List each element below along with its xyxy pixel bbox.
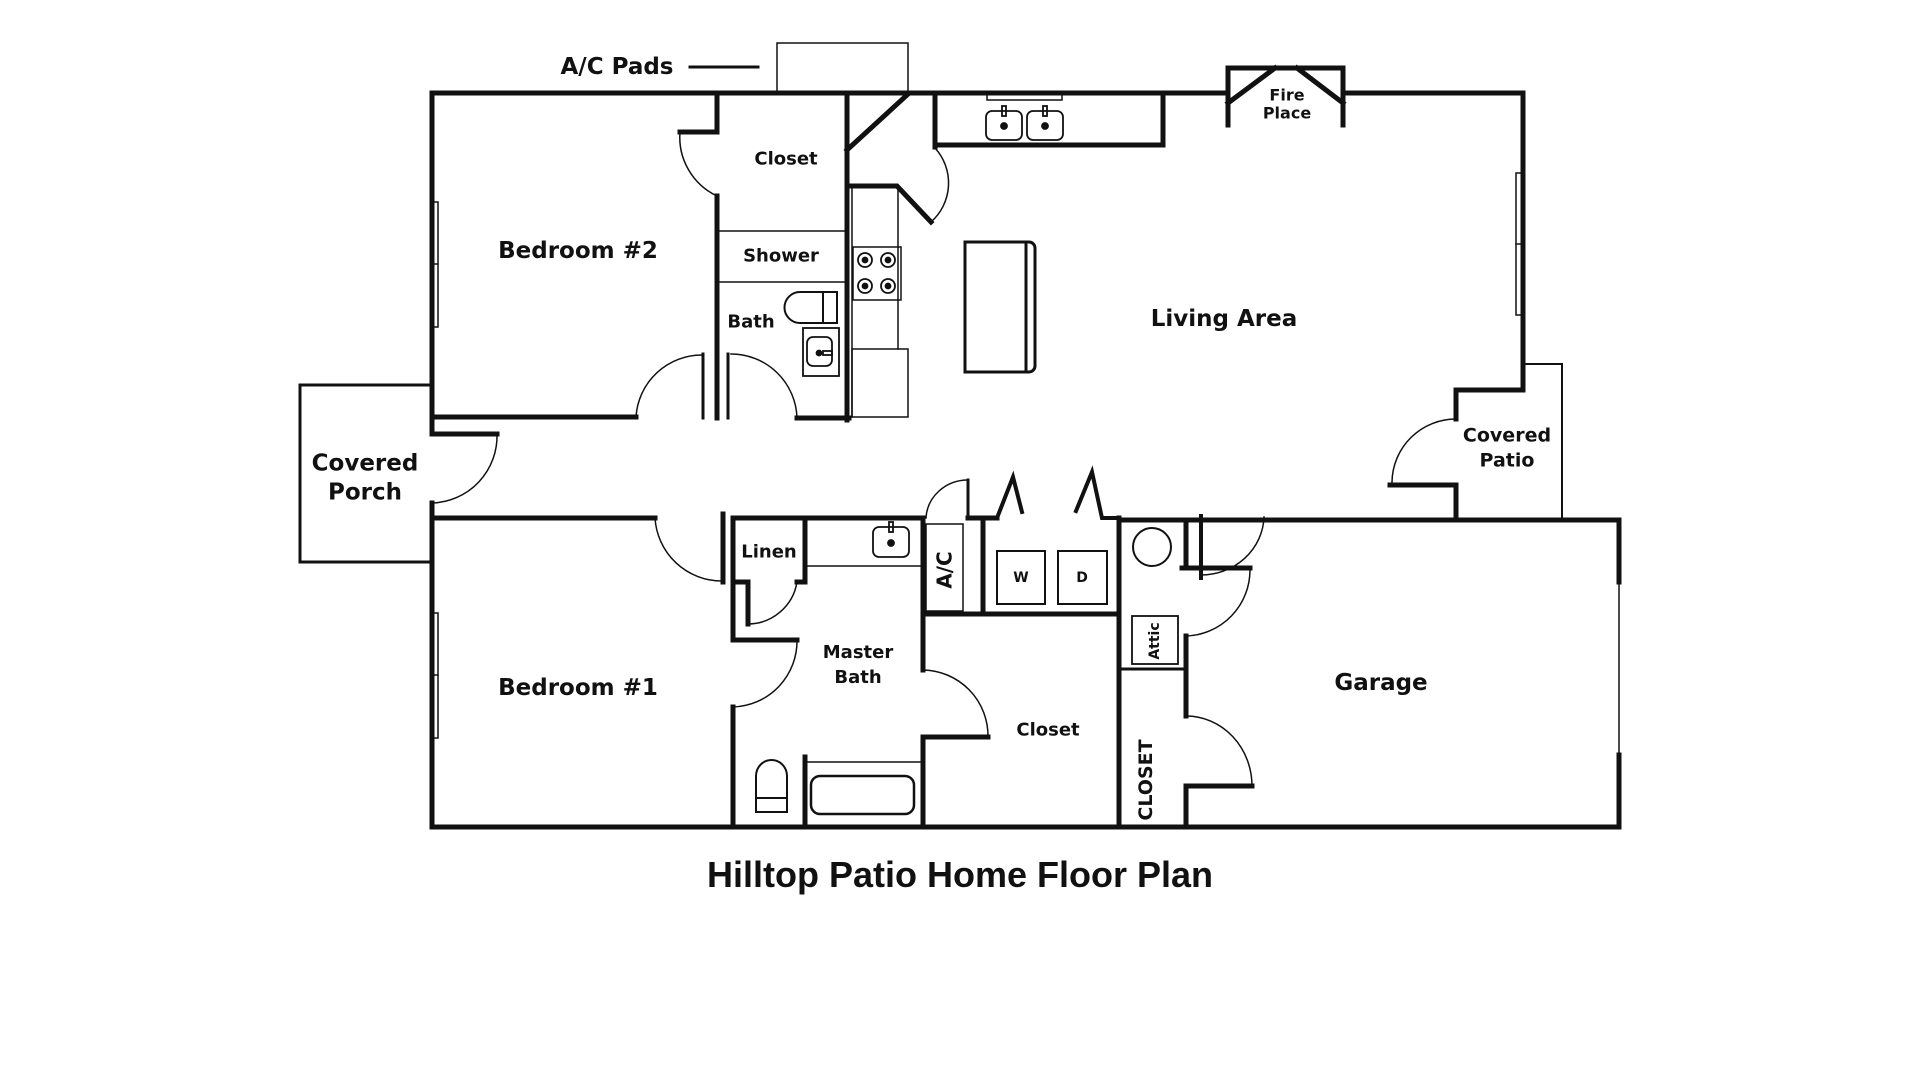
- washer-dryer: [996, 550, 1108, 605]
- pantry-door: [929, 146, 950, 224]
- patio-door: [1387, 418, 1459, 488]
- front-door: [429, 431, 500, 504]
- bath-toilet: [783, 291, 838, 324]
- room-label-covered-patio: Covered Patio: [1463, 423, 1551, 472]
- covered-porch-line2: Porch: [327, 479, 402, 505]
- page-title: Hilltop Patio Home Floor Plan: [706, 854, 1214, 895]
- covered-patio-line1: Covered: [1462, 424, 1552, 447]
- attic-label: Attic: [1146, 622, 1163, 660]
- master-bath-door: [732, 639, 798, 708]
- master-sink: [872, 521, 910, 558]
- covered-porch-line1: Covered: [311, 450, 419, 477]
- bedroom2-walls: [429, 90, 911, 423]
- attic-hatch: [1131, 615, 1179, 665]
- master-bath-line1: Master: [822, 641, 894, 663]
- windows: [431, 92, 1523, 739]
- room-label-closet-bedroom2: Closet: [754, 148, 818, 170]
- ac-pads-label: A/C Pads: [560, 53, 674, 80]
- bath-sink: [802, 327, 840, 377]
- kitchen-sink: [985, 105, 1064, 141]
- bedroom2-closet-door: [679, 131, 718, 197]
- room-label-living-area: Living Area: [1150, 305, 1298, 332]
- pantry-walls: [844, 90, 1166, 226]
- kitchen-island: [963, 240, 1037, 374]
- room-label-bedroom2: Bedroom #2: [498, 237, 658, 264]
- room-label-linen: Linen: [741, 541, 797, 563]
- room-label-bath: Bath: [727, 311, 775, 333]
- room-label-garage-closet: CLOSET: [1135, 739, 1158, 821]
- covered-porch-outline: [298, 383, 434, 564]
- kitchen-counters: [851, 185, 909, 418]
- bath-door: [730, 353, 798, 419]
- water-heater: [1132, 527, 1172, 567]
- room-label-covered-porch: Covered Porch: [312, 449, 419, 507]
- ac-closet: [920, 478, 1122, 617]
- fireplace: [1224, 64, 1347, 128]
- room-label-master-bath: Master Bath: [823, 640, 893, 690]
- master-closet-door: [922, 669, 989, 738]
- room-label-shower: Shower: [743, 245, 819, 267]
- dryer-label: D: [1076, 569, 1088, 586]
- room-label-master-closet: Closet: [1016, 719, 1080, 741]
- covered-patio-line2: Patio: [1479, 449, 1535, 471]
- bedroom1-door: [654, 517, 723, 582]
- room-label-fireplace: Fire Place: [1262, 85, 1312, 124]
- room-label-garage: Garage: [1334, 669, 1428, 696]
- master-tub: [804, 761, 921, 816]
- master-toilet: [755, 759, 788, 813]
- bedroom2-door: [635, 354, 703, 418]
- fireplace-line2: Place: [1262, 104, 1312, 123]
- room-label-ac-closet: A/C: [932, 551, 957, 589]
- covered-patio-outline: [1525, 363, 1563, 521]
- garage-entry-door: [1200, 516, 1265, 576]
- laundry-bifold-doors: [994, 465, 1121, 521]
- cooktop-burners: [857, 252, 896, 294]
- room-label-bedroom1: Bedroom #1: [498, 674, 658, 701]
- ac-pads: [688, 42, 909, 94]
- fireplace-line1: Fire: [1269, 85, 1305, 105]
- exterior-walls: [429, 90, 1622, 830]
- utility-door: [1185, 569, 1251, 637]
- bedroom1-walls: [429, 511, 991, 830]
- master-bath-line2: Bath: [834, 667, 882, 688]
- linen-door: [747, 581, 798, 625]
- garage-closet-door: [1185, 715, 1253, 787]
- garage-walls: [1117, 514, 1255, 830]
- washer-label: W: [1013, 569, 1029, 586]
